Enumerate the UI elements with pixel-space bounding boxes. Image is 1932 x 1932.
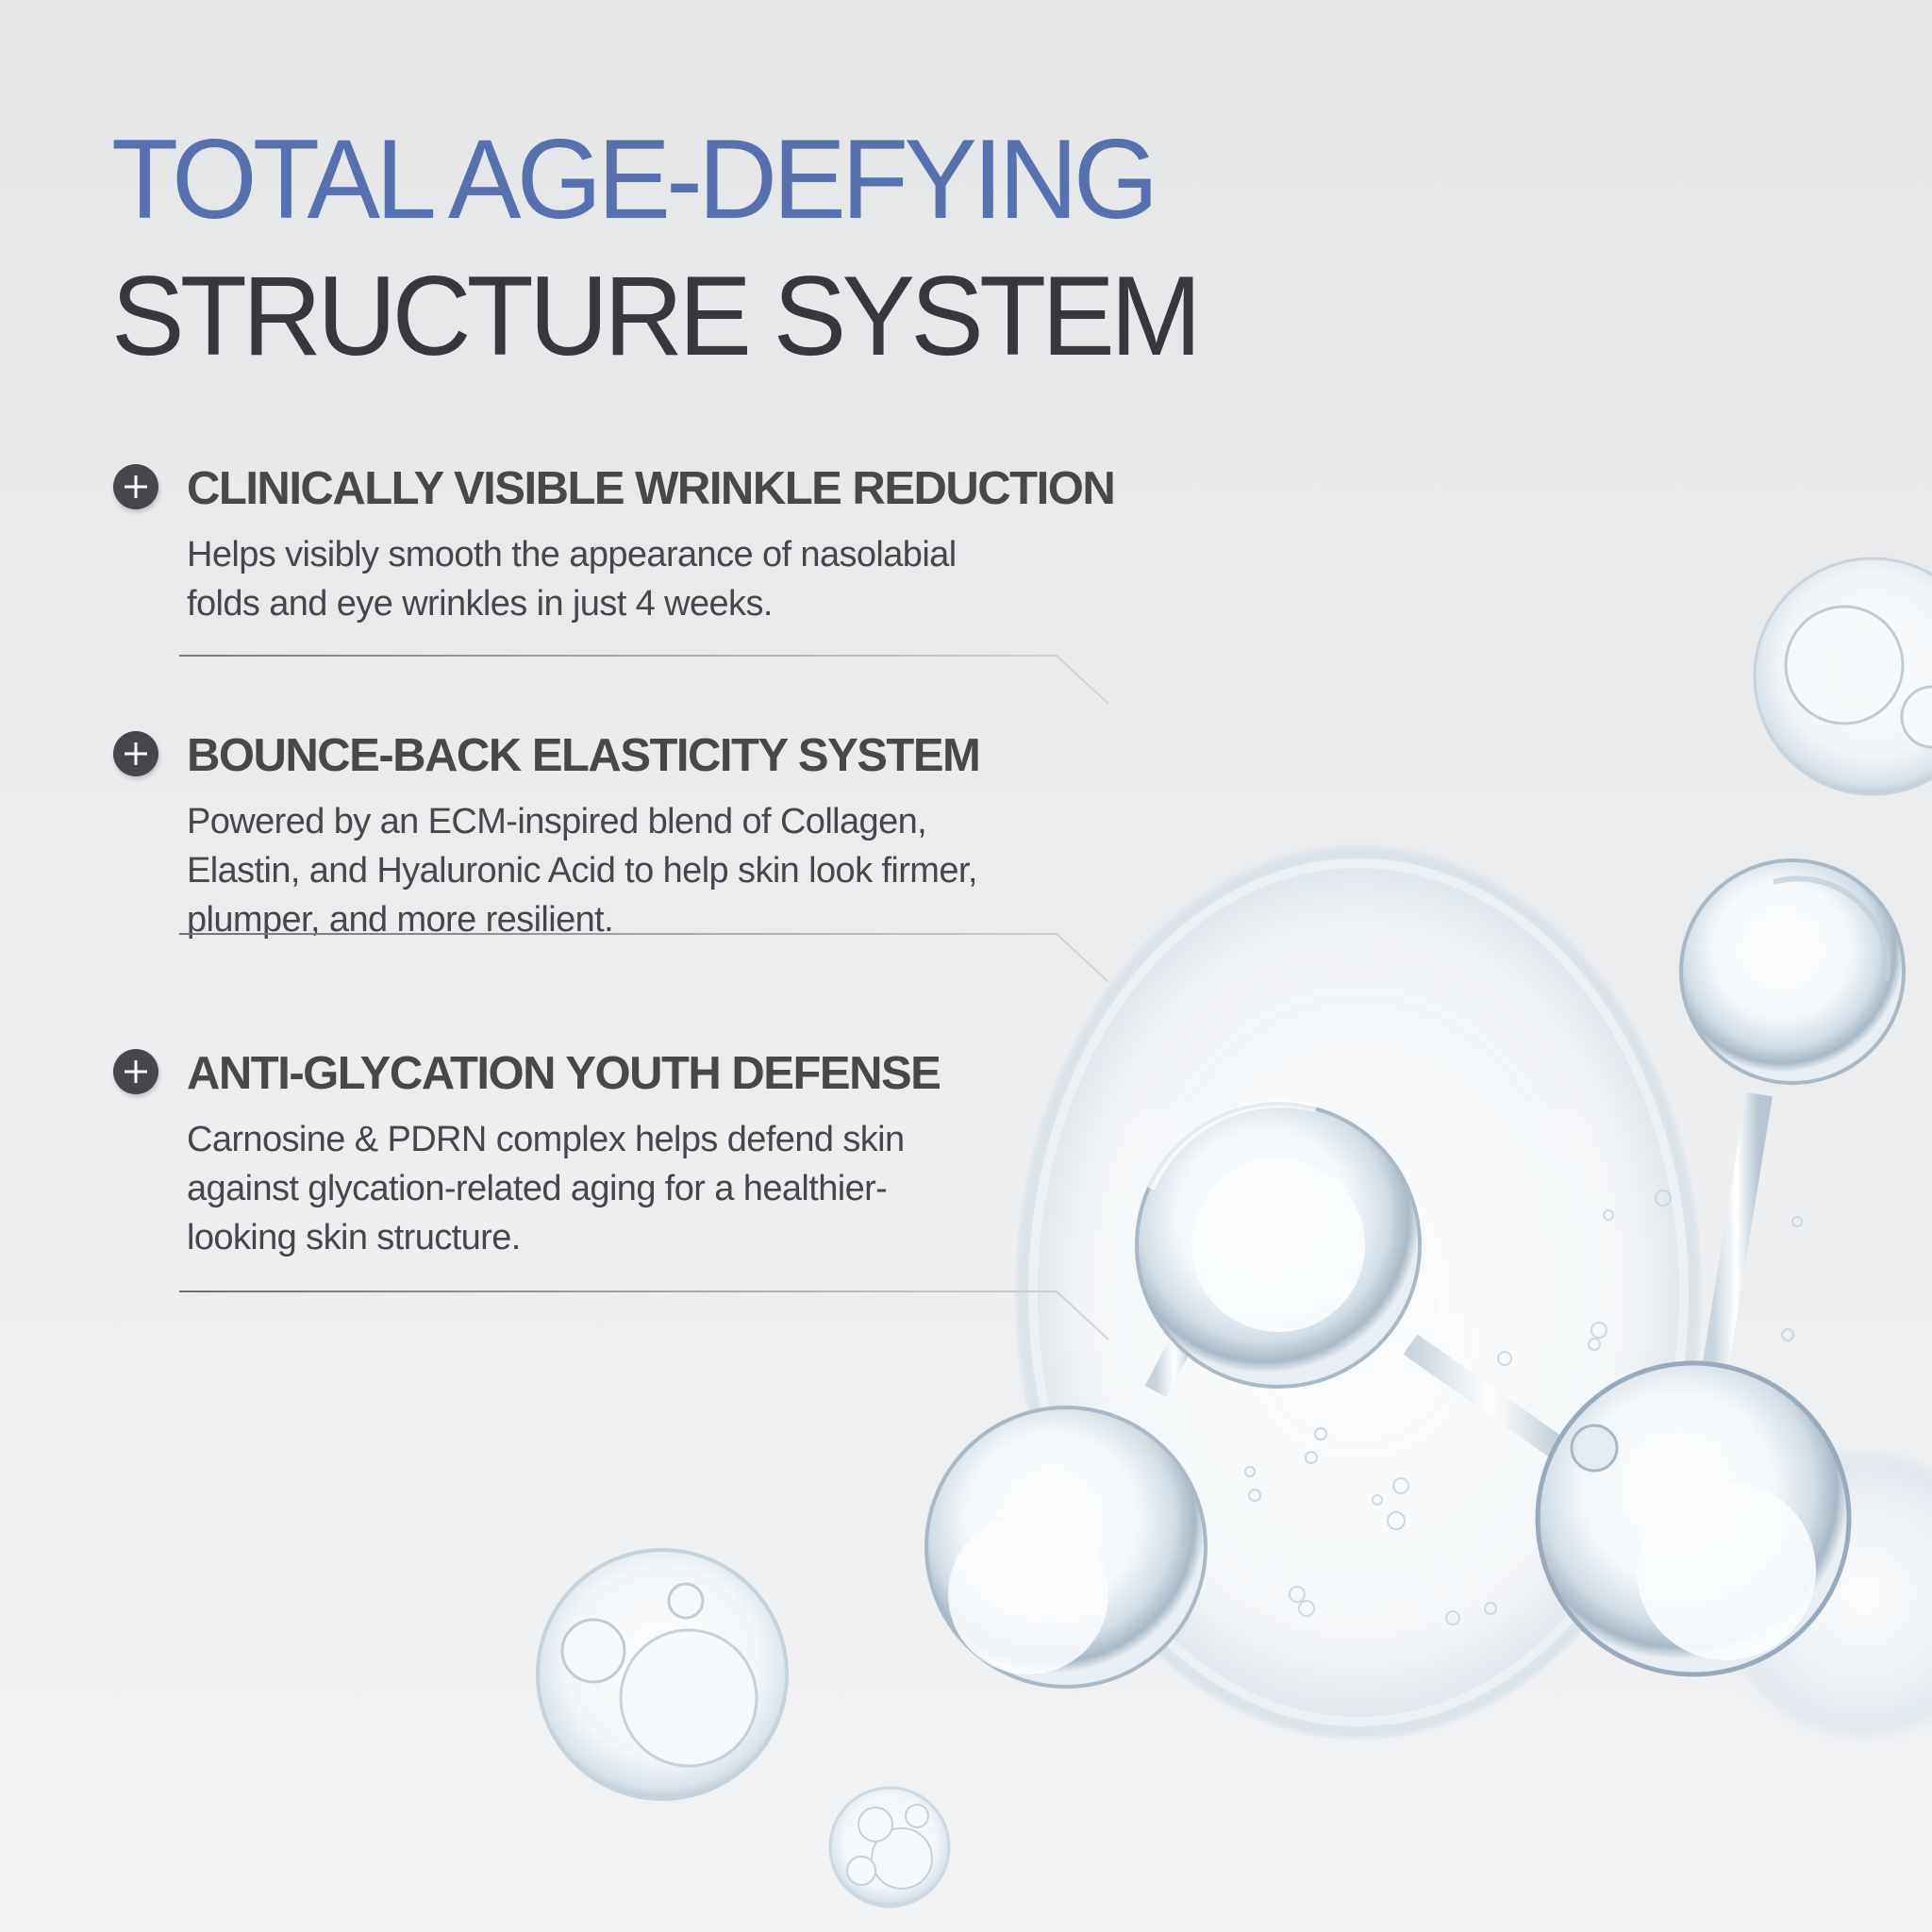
feature-description: Carnosine & PDRN complex helps defend sk… [187, 1120, 905, 1257]
feature-title: BOUNCE-BACK ELASTICITY SYSTEM [187, 730, 981, 781]
plus-circle-icon [113, 731, 158, 776]
blurred-bubble-right [1722, 1453, 1932, 1736]
page-title: TOTAL AGE-DEFYING STRUCTURE SYSTEM [111, 111, 1231, 385]
plus-circle-icon [113, 1049, 158, 1094]
title-line-accent: TOTAL AGE-DEFYING [111, 116, 1158, 242]
divider-line [179, 655, 1109, 705]
feature-description: Helps visibly smooth the appearance of n… [187, 535, 957, 624]
feature-title: ANTI-GLYCATION YOUTH DEFENSE [187, 1048, 941, 1099]
divider-line [179, 933, 1109, 983]
feature-description: Powered by an ECM-inspired blend of Coll… [187, 802, 977, 940]
feature-title: CLINICALLY VISIBLE WRINKLE REDUCTION [187, 463, 1116, 514]
plus-circle-icon [113, 464, 158, 509]
divider-line [179, 1291, 1109, 1341]
title-line-main: STRUCTURE SYSTEM [111, 253, 1202, 379]
